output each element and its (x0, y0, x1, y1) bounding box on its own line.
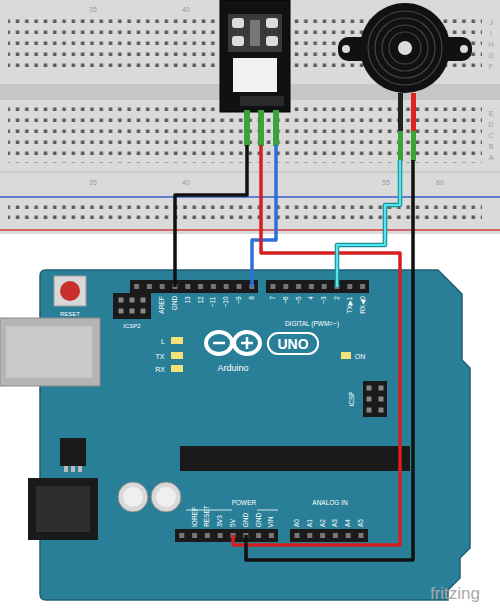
pin-label: GND (255, 513, 262, 527)
pin-label: 3V3 (217, 515, 224, 527)
pin-label: TX▶1 (347, 296, 354, 313)
led-label: RX (155, 366, 165, 373)
pin-label: A1 (307, 519, 314, 527)
breadboard-label: G (488, 52, 493, 59)
pin-label: A3 (332, 519, 339, 527)
led-label: L (161, 338, 165, 345)
piezo-buzzer (338, 3, 472, 161)
breadboard-label: 35 (89, 6, 97, 13)
watermark: fritzing (430, 585, 480, 602)
breadboard-label: A (489, 154, 494, 161)
breadboard-label: E (489, 110, 494, 117)
breadboard-label: 40 (182, 6, 190, 13)
pin-label: A2 (319, 519, 326, 527)
header-label: DIGITAL (PWM=~) (285, 321, 339, 328)
pin-label: 13 (185, 296, 192, 303)
pin-label: ~6 (283, 296, 290, 303)
breadboard-label: I (490, 30, 492, 37)
board-label: ICSP2 (123, 323, 140, 329)
pin-label: A4 (345, 519, 352, 527)
pin-label: 7 (270, 296, 277, 300)
pin-label: GND (172, 296, 179, 310)
brand-name: Arduino (217, 364, 248, 373)
breadboard-label: 55 (382, 179, 390, 186)
led-label: ON (355, 353, 366, 360)
pin-label: ~3 (321, 296, 328, 303)
breadboard (0, 0, 500, 234)
pin-label: ~10 (223, 296, 230, 307)
breadboard-label: H (488, 41, 493, 48)
header-label: ICSP (349, 391, 356, 406)
breadboard-label: D (488, 121, 493, 128)
pin-label: RESET (204, 505, 211, 527)
breadboard-label: B (489, 143, 494, 150)
pin-label: VIN (268, 516, 275, 527)
breadboard-label: C (488, 132, 493, 139)
header-label: POWER (232, 500, 257, 507)
breadboard-label: 40 (182, 179, 190, 186)
pin-label: A5 (358, 519, 365, 527)
led-label: TX (156, 353, 165, 360)
pin-label: RX◀0 (359, 296, 366, 314)
board-label: RESET (60, 311, 80, 317)
breadboard-label: 60 (436, 179, 444, 186)
pin-label: A0 (294, 519, 301, 527)
wires (175, 145, 413, 560)
pin-label: 4 (308, 296, 315, 300)
pin-label: 5V (230, 519, 237, 527)
pin-label: AREF (159, 296, 166, 313)
breadboard-label: J (489, 19, 493, 26)
pin-label: ~11 (210, 296, 217, 307)
pin-label: IOREF (191, 507, 198, 527)
header-label: ANALOG IN (312, 500, 347, 507)
pin-label: ~5 (295, 296, 302, 303)
pin-label: 2 (334, 296, 341, 300)
pin-label: 12 (197, 296, 204, 303)
breadboard-label: 35 (89, 179, 97, 186)
board-model: UNO (277, 337, 308, 351)
pin-label: GND (243, 513, 250, 527)
breadboard-label: F (489, 63, 493, 70)
pin-label: 8 (249, 296, 256, 300)
pin-label: ~9 (236, 296, 243, 303)
sensor-module (220, 0, 290, 146)
